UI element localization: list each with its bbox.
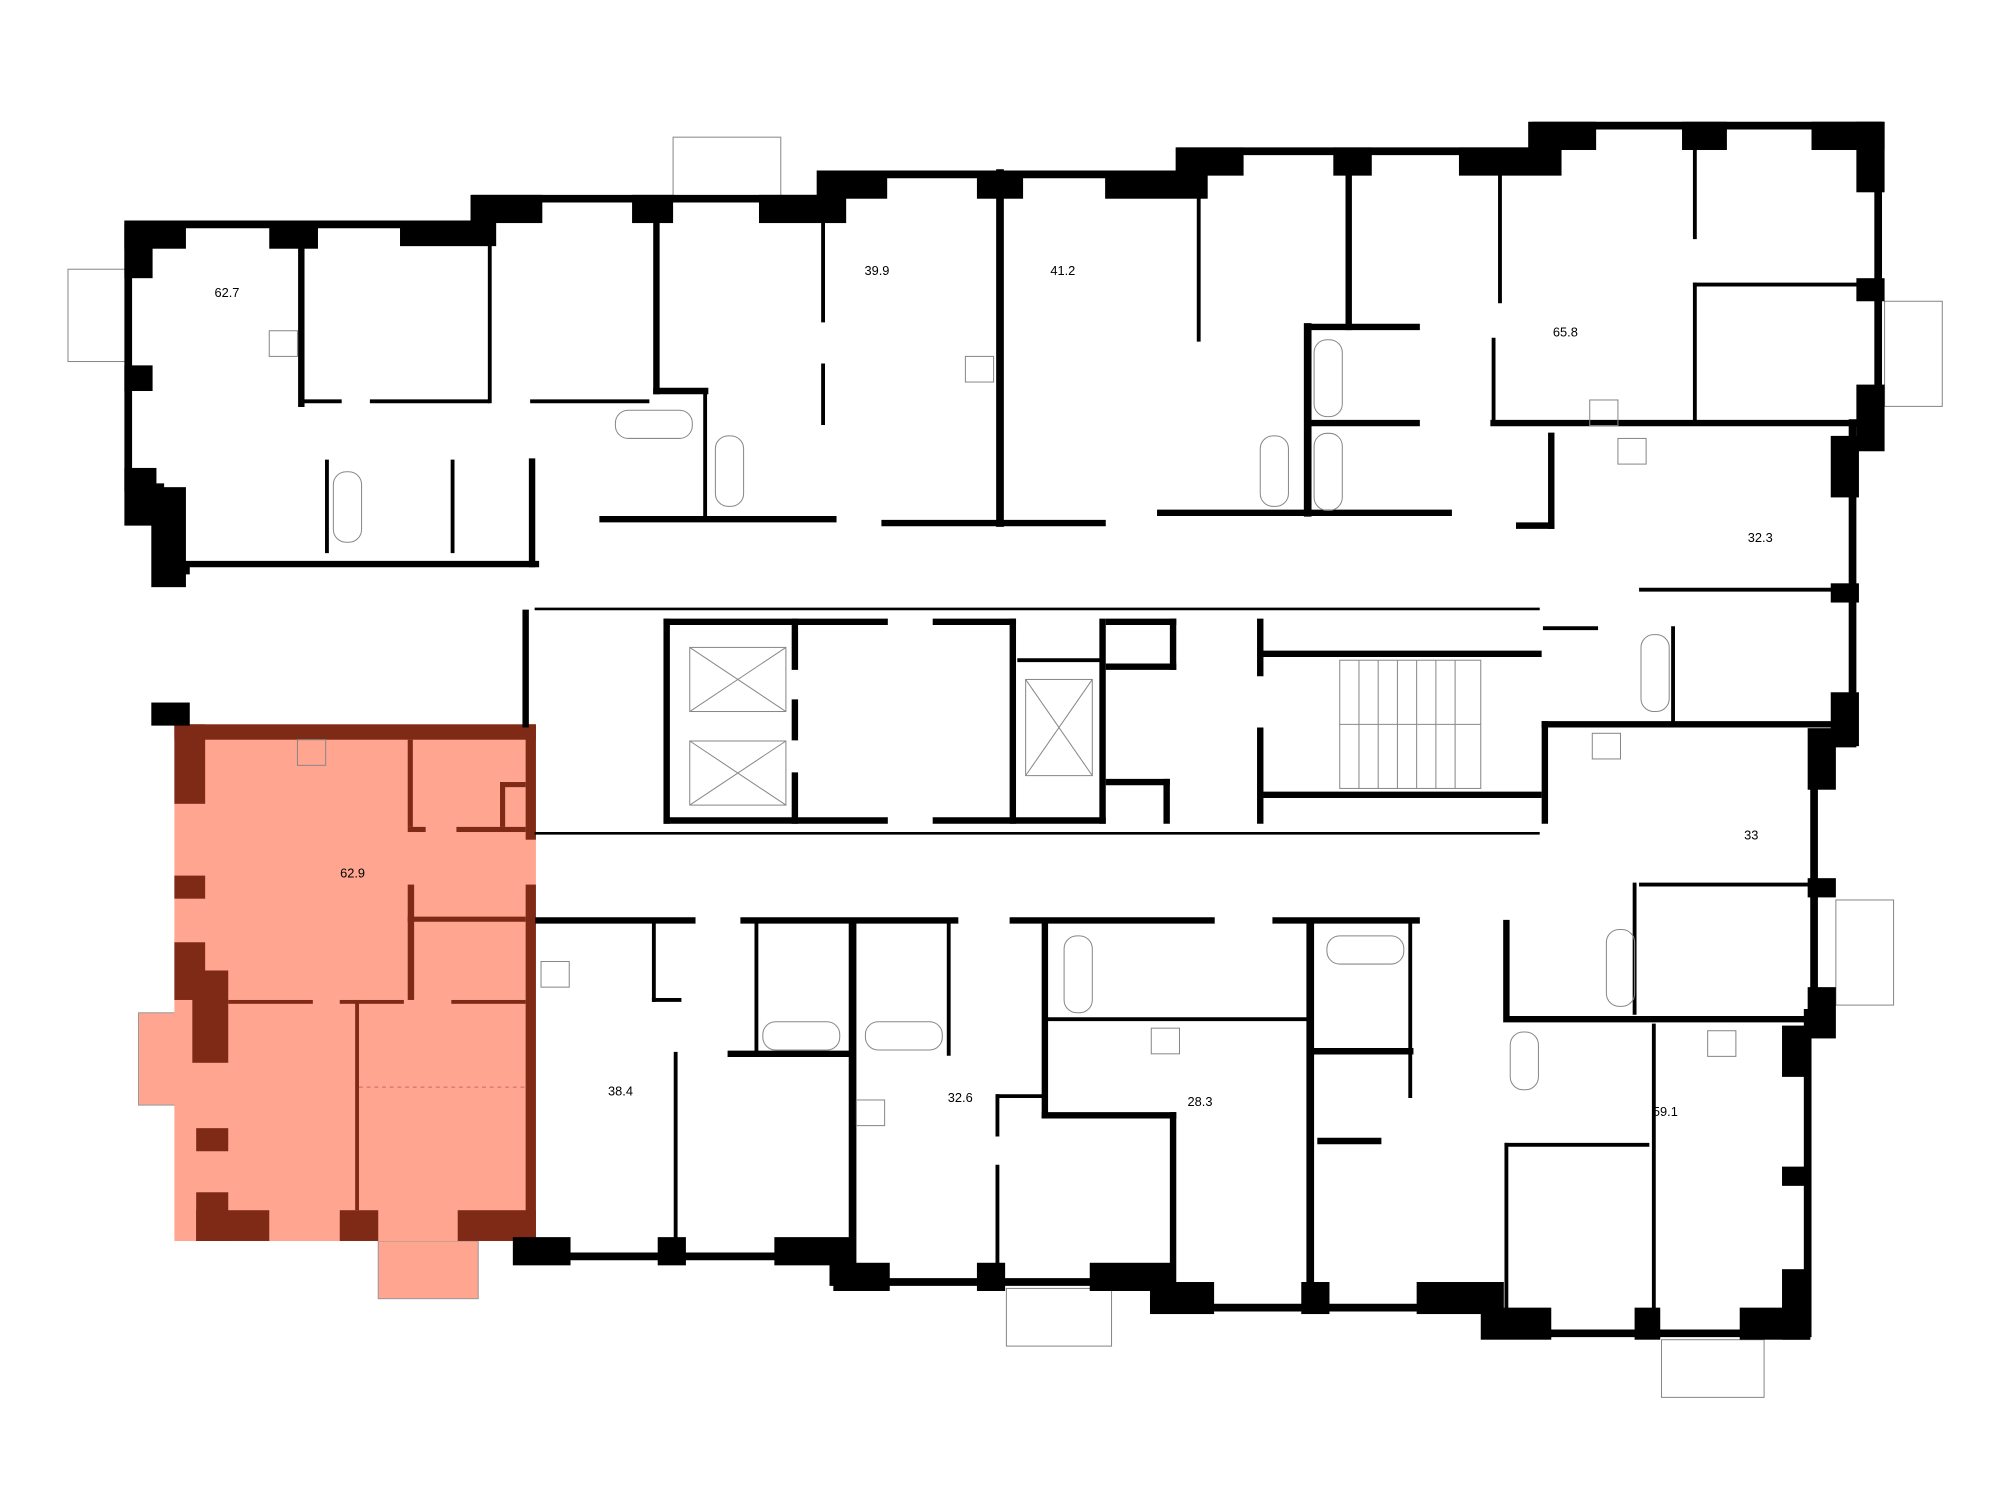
apartment-area-label[interactable]: 38.4 bbox=[608, 1084, 633, 1099]
bathtub-icon bbox=[762, 1021, 841, 1051]
wall bbox=[196, 1128, 229, 1152]
wall bbox=[525, 884, 536, 1241]
wall bbox=[174, 875, 206, 899]
wall bbox=[151, 702, 190, 726]
selected-apartment-walls bbox=[174, 724, 536, 1241]
bathtub-icon bbox=[332, 471, 363, 543]
elevator-shaft bbox=[689, 740, 787, 806]
elevator-icon bbox=[1025, 678, 1093, 777]
stove-icon bbox=[1589, 399, 1619, 427]
wall bbox=[174, 724, 206, 804]
bathtub-icon bbox=[1259, 435, 1289, 507]
building-core bbox=[689, 646, 1482, 806]
balcony bbox=[1884, 300, 1943, 407]
wall bbox=[174, 724, 536, 740]
elevator-icon bbox=[689, 646, 787, 713]
bathtub-icon bbox=[1313, 432, 1343, 511]
elevator-cross bbox=[689, 740, 787, 806]
wall bbox=[657, 1237, 686, 1266]
balcony bbox=[1005, 1287, 1113, 1347]
building-outline bbox=[128, 121, 1883, 1338]
selected-apartment-area: 62.9 bbox=[340, 866, 365, 881]
stove-icon bbox=[296, 739, 327, 766]
balcony bbox=[672, 136, 782, 197]
bathtub-icon bbox=[1313, 339, 1343, 418]
wall bbox=[976, 1262, 1006, 1291]
building-outline bbox=[124, 224, 190, 575]
wall bbox=[512, 1237, 571, 1266]
wall bbox=[500, 782, 506, 827]
apartment-area-label[interactable]: 39.9 bbox=[864, 263, 889, 278]
stove-icon bbox=[268, 330, 298, 357]
wall bbox=[339, 999, 404, 1004]
elevator-cross bbox=[1025, 679, 1093, 776]
wall bbox=[228, 999, 313, 1004]
apartment-area-label[interactable]: 62.7 bbox=[214, 285, 239, 300]
stove-icon bbox=[855, 1099, 886, 1127]
wall bbox=[1089, 1262, 1174, 1291]
apartment-area-label[interactable]: 59.1 bbox=[1653, 1104, 1678, 1119]
bathtub-icon bbox=[1640, 634, 1670, 713]
selected-apartment[interactable]: 62.9 bbox=[137, 724, 536, 1300]
bathtub-icon bbox=[1605, 928, 1636, 1007]
wall bbox=[196, 1192, 229, 1241]
elevator-shaft bbox=[689, 646, 787, 713]
stove-icon bbox=[1150, 1027, 1180, 1055]
stove-icon bbox=[1707, 1030, 1737, 1057]
apartment-area-label[interactable]: 33 bbox=[1744, 827, 1758, 842]
apartment-area-label[interactable]: 41.2 bbox=[1050, 263, 1075, 278]
wall bbox=[457, 1210, 536, 1241]
balcony bbox=[1835, 899, 1895, 1006]
wall bbox=[407, 826, 426, 833]
wall bbox=[774, 1237, 854, 1266]
wall bbox=[407, 884, 415, 1000]
stove-icon bbox=[1617, 437, 1647, 465]
apartment-area-label[interactable]: 32.6 bbox=[948, 1090, 973, 1105]
exterior-walls bbox=[124, 121, 1885, 1340]
elevator-icon bbox=[689, 740, 787, 806]
bathtub-icon bbox=[714, 435, 745, 507]
wall bbox=[339, 1210, 379, 1241]
stove-icon bbox=[540, 960, 570, 988]
wall bbox=[407, 739, 413, 827]
selected-apartment-balcony-bottom bbox=[377, 1240, 479, 1300]
elevator-cross bbox=[689, 646, 787, 712]
apartment-area-label[interactable]: 65.8 bbox=[1553, 325, 1578, 340]
interior-walls bbox=[182, 148, 1859, 1310]
wall bbox=[456, 826, 526, 833]
bathtub-icon bbox=[1509, 1031, 1539, 1091]
stove-icon bbox=[964, 355, 995, 383]
bathtub-icon bbox=[1063, 935, 1093, 1014]
bathtub-icon bbox=[614, 409, 693, 439]
stove-icon bbox=[1591, 732, 1622, 760]
balcony bbox=[67, 268, 129, 363]
wall bbox=[192, 970, 229, 1063]
wall bbox=[833, 1262, 890, 1291]
apartment-area-label[interactable]: 28.3 bbox=[1188, 1094, 1213, 1109]
wall bbox=[525, 724, 536, 840]
apartment-area-labels: 62.7 39.9 41.2 65.8 32.3 33 38.4 32.6 28… bbox=[214, 263, 1772, 1119]
apartment-area-label[interactable]: 32.3 bbox=[1748, 530, 1773, 545]
wall bbox=[451, 999, 526, 1004]
wall bbox=[355, 999, 359, 1211]
bathtub-icons bbox=[332, 339, 1670, 1091]
bathtub-icon bbox=[864, 1021, 943, 1051]
wall bbox=[1782, 1166, 1811, 1186]
wall bbox=[500, 782, 526, 788]
balcony bbox=[1661, 1339, 1765, 1398]
bathtub-icon bbox=[1326, 935, 1405, 965]
stove-icons bbox=[268, 330, 1737, 1127]
wall bbox=[407, 916, 526, 922]
elevator-shaft bbox=[1025, 678, 1093, 777]
staircase-icon bbox=[1339, 659, 1482, 789]
